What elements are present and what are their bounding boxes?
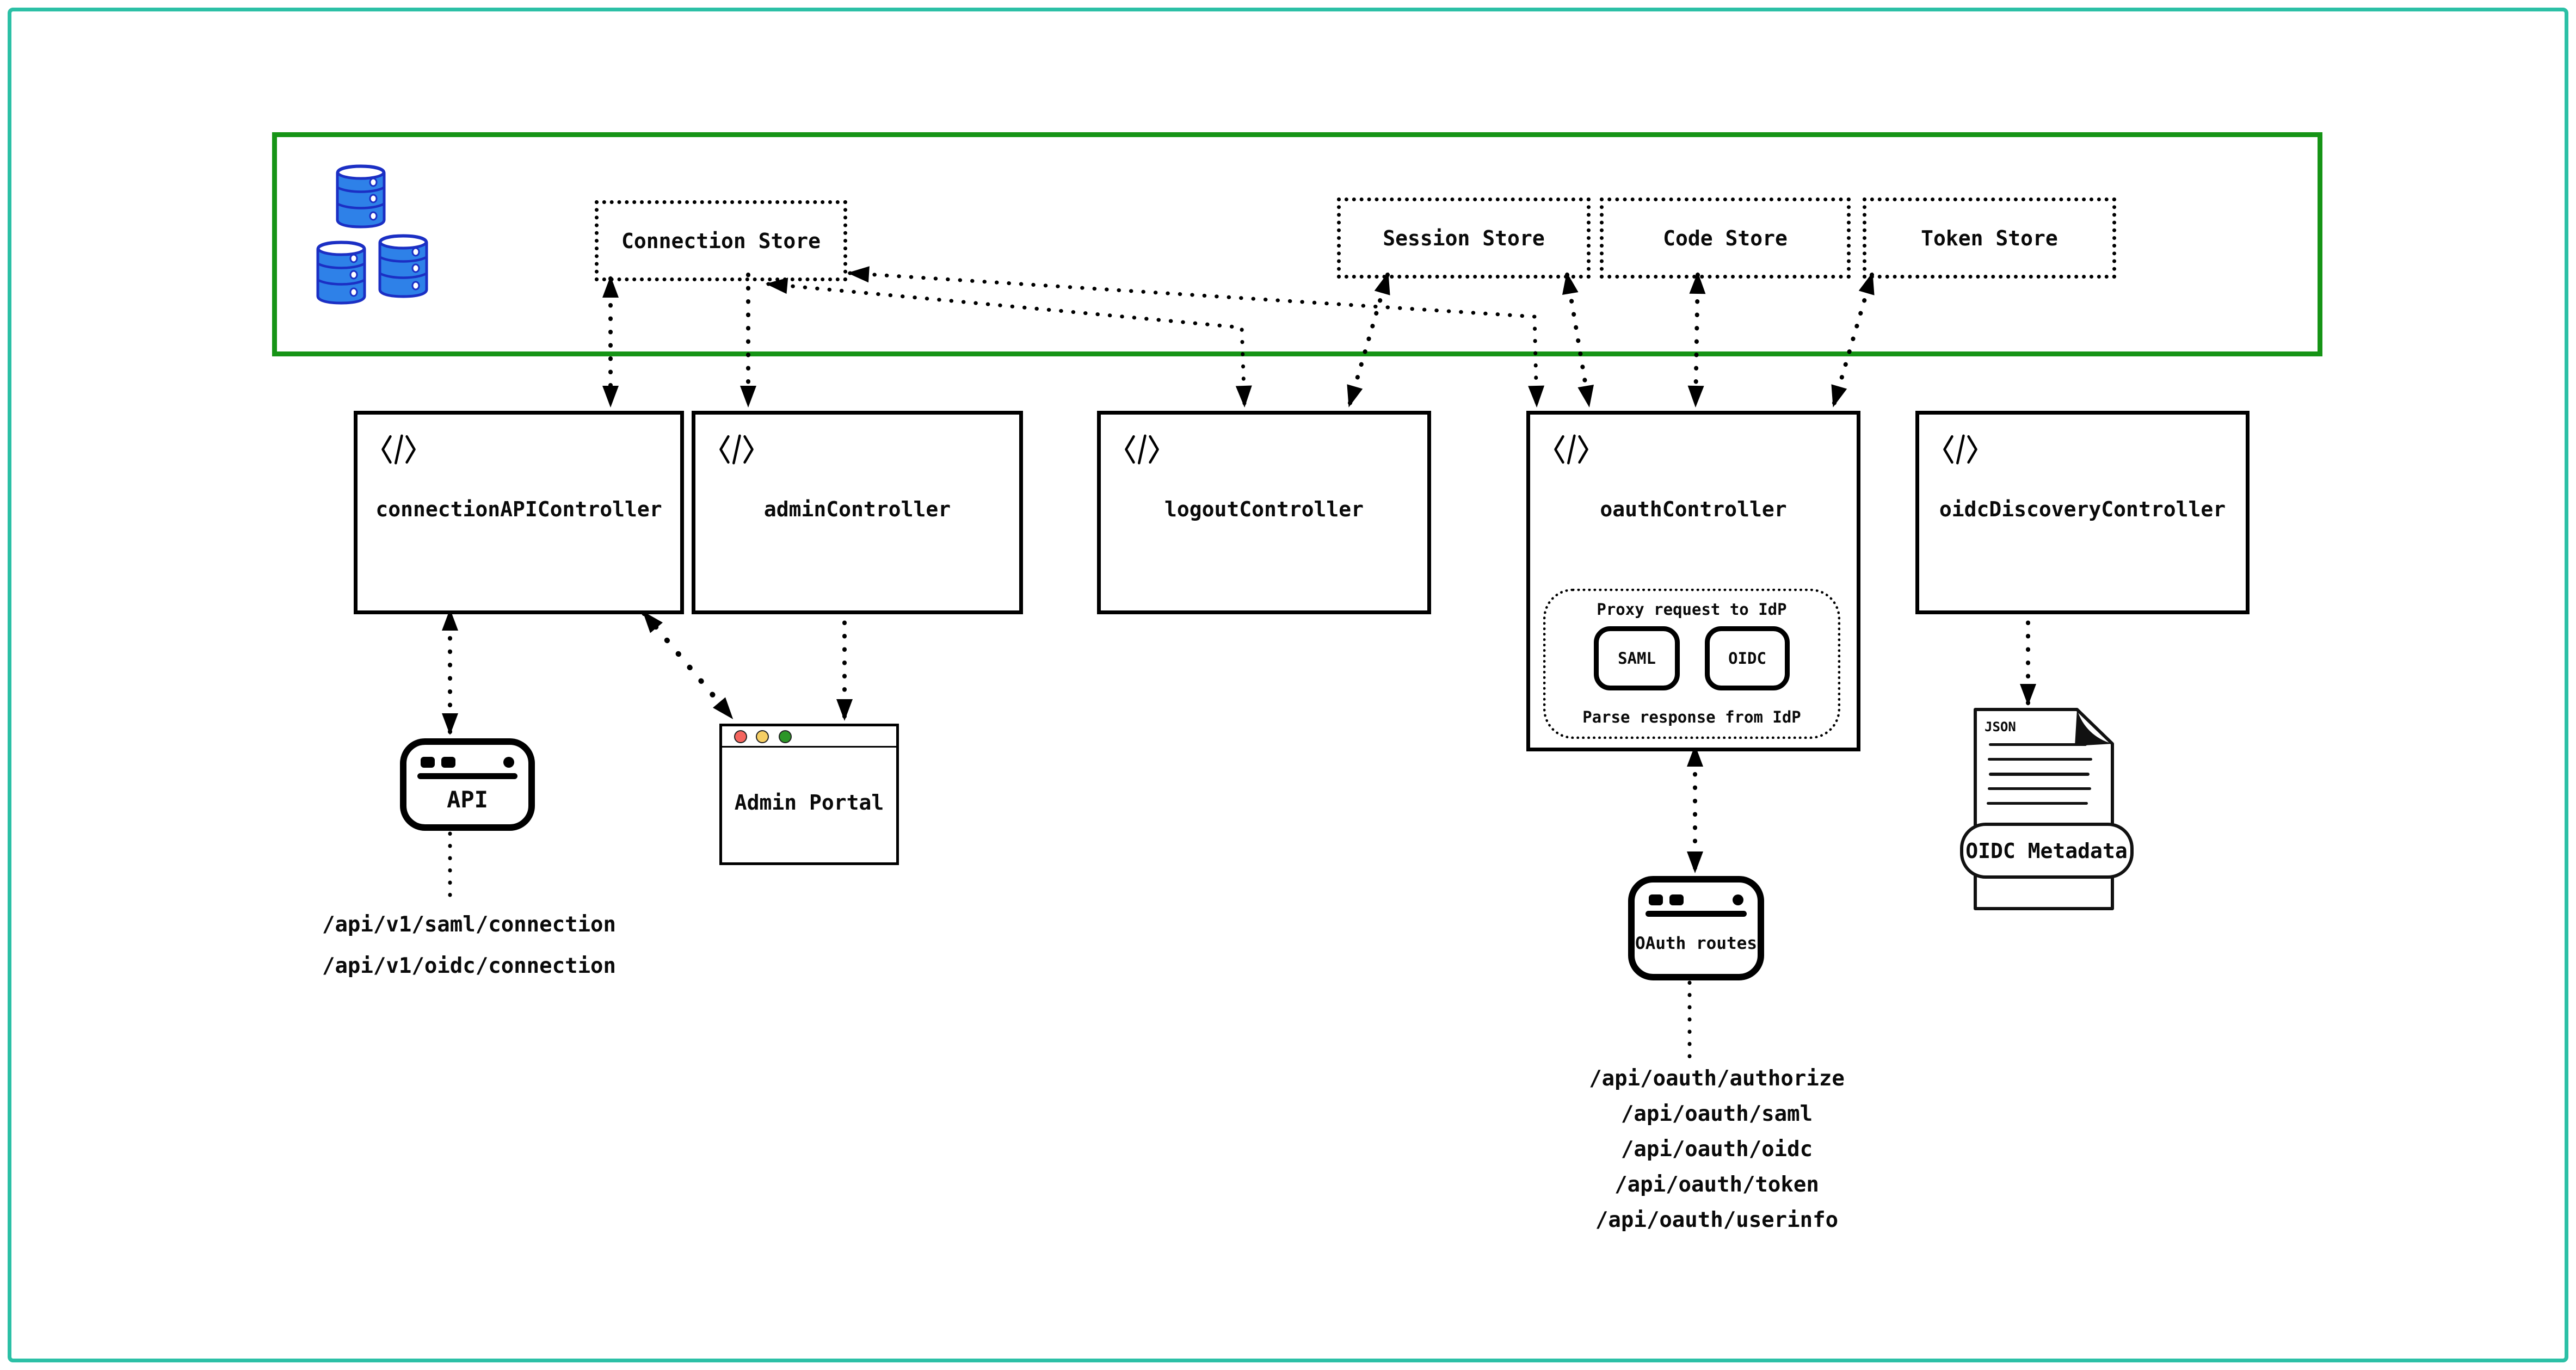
saml-chip: SAML	[1594, 626, 1680, 690]
oidc-label: OIDC	[1728, 649, 1766, 668]
saml-label: SAML	[1618, 649, 1656, 668]
close-icon	[734, 730, 747, 743]
database-icon	[316, 164, 428, 305]
oidc-discovery-controller-box: oidcDiscoveryController	[1915, 411, 2250, 614]
connection-api-controller-box: connectionAPIController	[354, 411, 684, 614]
window-dot-icon	[503, 757, 514, 768]
window-dot-icon	[1649, 894, 1663, 905]
session-store-label: Session Store	[1383, 226, 1545, 250]
window-dot-icon	[1733, 894, 1743, 905]
session-store-box: Session Store	[1337, 198, 1591, 279]
code-store-label: Code Store	[1663, 226, 1788, 250]
proxy-request-label: Proxy request to IdP	[1597, 600, 1787, 619]
endpoint-text: /api/oauth/saml	[1620, 1102, 1813, 1126]
folded-corner-icon	[2075, 709, 2112, 746]
admin-controller-box: adminController	[692, 411, 1023, 614]
endpoint-text: /api/oauth/oidc	[1620, 1137, 1813, 1162]
logout-controller-box: logoutController	[1097, 411, 1431, 614]
endpoint-text: /api/v1/oidc/connection	[322, 954, 617, 978]
code-icon	[719, 434, 754, 465]
code-icon	[1943, 434, 1977, 465]
v1-endpoint-list: /api/v1/saml/connection /api/v1/oidc/con…	[322, 904, 616, 987]
minimize-icon	[756, 730, 769, 743]
endpoint-text: /api/oauth/authorize	[1589, 1066, 1845, 1091]
token-store-box: Token Store	[1863, 198, 2116, 279]
endpoint-text: /api/oauth/token	[1614, 1172, 1819, 1197]
logout-controller-label: logoutController	[1164, 497, 1364, 521]
endpoint-text: /api/oauth/userinfo	[1595, 1208, 1839, 1232]
oidc-chip: OIDC	[1705, 626, 1790, 690]
connection-store-label: Connection Store	[621, 229, 821, 253]
oidc-discovery-controller-label: oidcDiscoveryController	[1939, 497, 2226, 521]
code-icon	[1554, 434, 1588, 465]
admin-portal-label: Admin Portal	[734, 791, 884, 814]
api-client-icon: API	[400, 738, 535, 831]
metadata-pill	[1960, 823, 2134, 879]
oauth-endpoint-list: /api/oauth/authorize /api/oauth/saml /ap…	[1589, 1061, 1845, 1238]
connection-store-box: Connection Store	[595, 200, 847, 281]
oauth-controller-box: oauthController Proxy request to IdP SAM…	[1526, 411, 1860, 751]
idp-proxy-box: Proxy request to IdP SAML OIDC Parse res…	[1543, 589, 1840, 739]
api-label: API	[447, 786, 488, 813]
admin-controller-label: adminController	[763, 497, 951, 521]
oauth-controller-label: oauthController	[1600, 497, 1787, 521]
json-doc-type-label: JSON	[1985, 719, 2016, 735]
parse-response-label: Parse response from IdP	[1582, 708, 1801, 726]
oauth-routes-label: OAuth routes	[1635, 934, 1757, 953]
window-bar-icon	[417, 773, 517, 779]
code-icon	[1125, 434, 1159, 465]
zoom-icon	[779, 730, 792, 743]
admin-portal-window: Admin Portal	[719, 724, 899, 865]
oauth-routes-icon: OAuth routes	[1628, 876, 1764, 980]
window-dot-icon	[421, 757, 435, 768]
outer-frame	[8, 8, 2568, 1362]
window-bar-icon	[1646, 911, 1747, 917]
document-text-lines	[1987, 743, 2092, 805]
oidc-metadata-document: JSON OIDC Metadata	[1960, 708, 2134, 910]
code-store-box: Code Store	[1600, 198, 1851, 279]
window-dot-icon	[1669, 894, 1684, 905]
connection-api-controller-label: connectionAPIController	[375, 497, 662, 521]
token-store-label: Token Store	[1921, 226, 2058, 250]
endpoint-text: /api/v1/saml/connection	[322, 912, 617, 937]
window-titlebar	[722, 726, 896, 748]
window-dot-icon	[441, 757, 455, 768]
oidc-metadata-label: OIDC Metadata	[1965, 839, 2127, 863]
code-icon	[381, 434, 416, 465]
